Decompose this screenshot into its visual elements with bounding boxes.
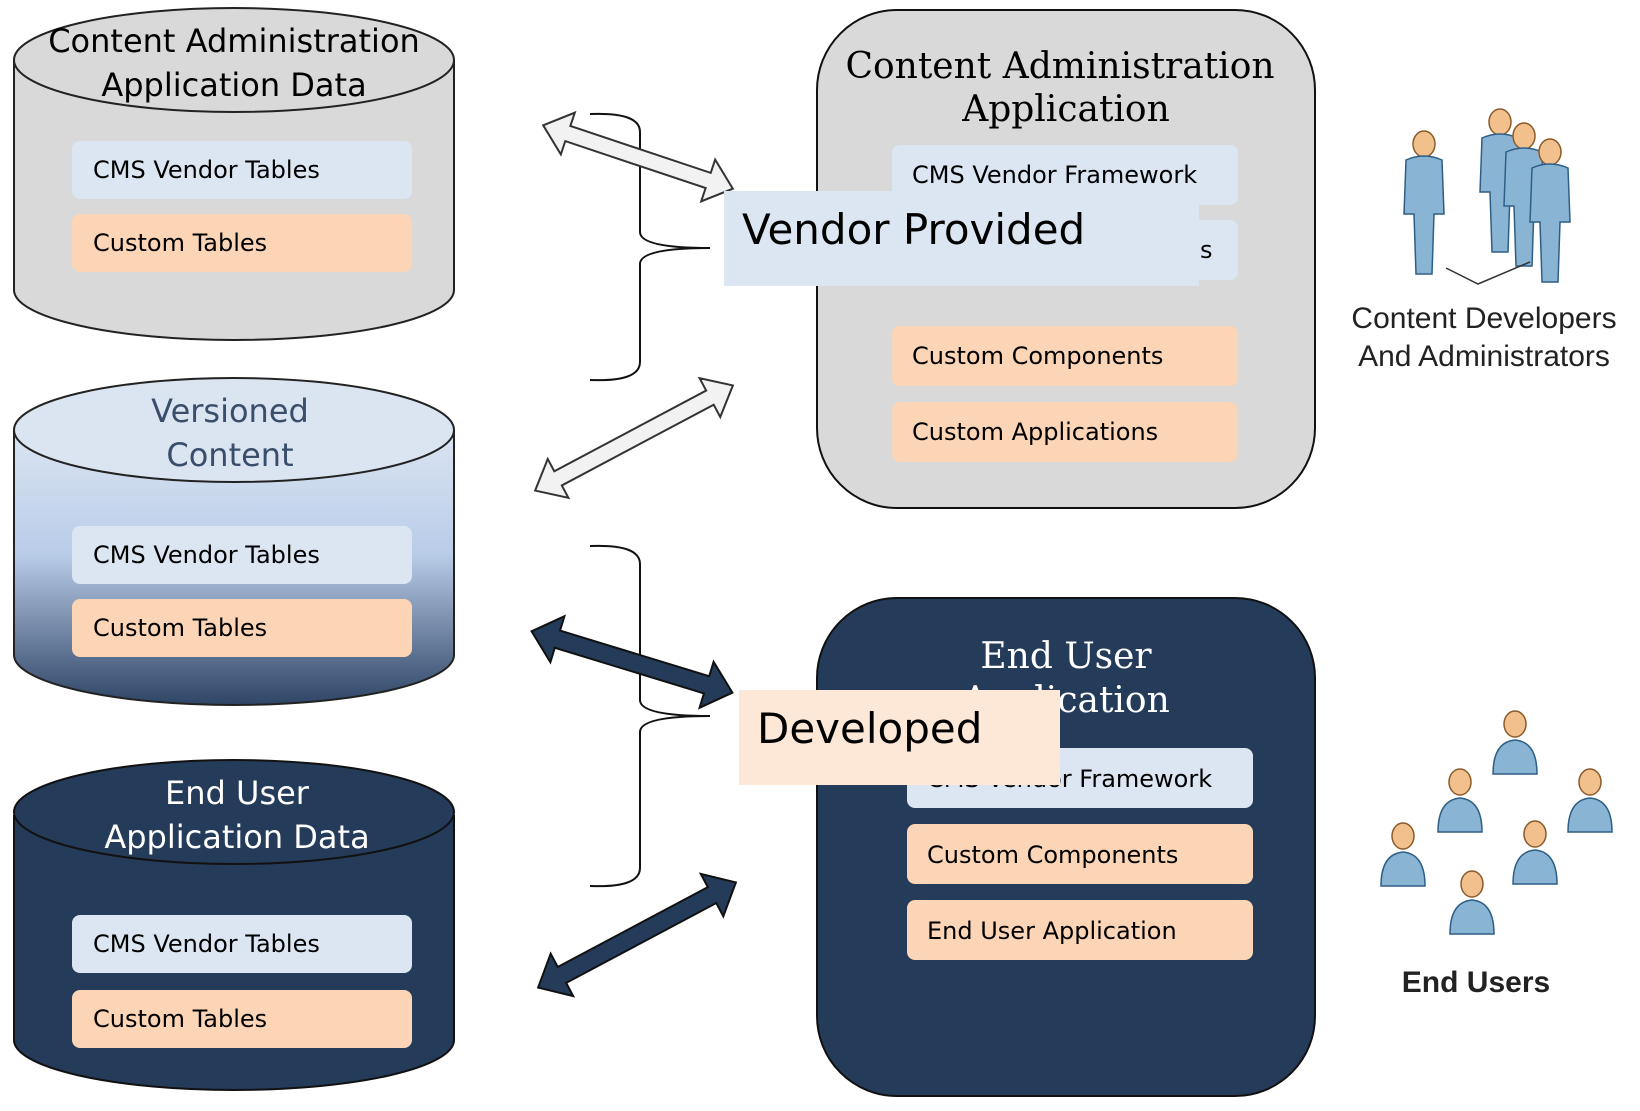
legend-vendor-provided: Vendor Provided — [724, 191, 1199, 286]
component-pill-custom — [892, 326, 1238, 386]
arrow-admin-versioned — [533, 376, 735, 500]
end-users-group: End Users — [1380, 710, 1613, 999]
person-icon — [1403, 130, 1445, 275]
table-label: Custom Tables — [93, 229, 267, 257]
app-title-line1: End User — [980, 636, 1152, 677]
arrow-enduser-data — [536, 872, 738, 998]
table-pill-custom — [72, 214, 412, 272]
db-title-line2: Application Data — [101, 66, 366, 104]
table-pill-vendor — [72, 526, 412, 584]
person-icon — [1380, 822, 1426, 887]
table-label: Custom Tables — [93, 1005, 267, 1033]
person-icon — [1449, 870, 1495, 935]
legend-developed-text: Developed — [757, 704, 982, 753]
legend-developed: Developed — [739, 690, 1060, 785]
table-pill-custom — [72, 990, 412, 1048]
person-icon — [1437, 768, 1483, 833]
component-pill-custom — [907, 824, 1253, 884]
table-label: CMS Vendor Tables — [93, 156, 320, 184]
brace-developed — [589, 544, 711, 888]
component-pill-custom — [907, 900, 1253, 960]
table-label: CMS Vendor Tables — [93, 541, 320, 569]
person-icon — [1492, 710, 1538, 775]
app-title-line1: Content Administration — [845, 46, 1274, 87]
table-pill-vendor — [72, 915, 412, 973]
admin-caption-line1: Content Developers — [1351, 302, 1616, 335]
group-connector — [1445, 261, 1531, 285]
app-end-user: End User Application CMS Vendor Framewor… — [816, 597, 1316, 1097]
arrow-admin-data — [541, 110, 735, 204]
database-versioned-content: Versioned Content CMS Vendor Tables Cust… — [13, 377, 455, 706]
component-pill-vendor — [892, 145, 1238, 205]
person-icon — [1512, 820, 1558, 885]
admin-caption-line2: And Administrators — [1358, 340, 1610, 373]
db-title-line1: End User — [165, 774, 310, 812]
db-title-line2: Content — [166, 436, 293, 474]
component-label: Custom Applications — [912, 418, 1158, 446]
database-end-user-data: End User Application Data CMS Vendor Tab… — [13, 759, 455, 1091]
table-label: Custom Tables — [93, 614, 267, 642]
component-label: CMS Vendor Framework — [912, 161, 1197, 189]
db-title-line1: Versioned — [151, 392, 309, 430]
component-label: s — [1200, 236, 1213, 264]
person-icon — [1567, 768, 1613, 833]
arrow-enduser-versioned — [530, 614, 734, 710]
component-label: Custom Components — [912, 342, 1163, 370]
table-pill-vendor — [72, 141, 412, 199]
end-users-caption: End Users — [1402, 966, 1550, 999]
database-content-admin-data: Content Administration Application Data … — [13, 7, 455, 341]
brace-vendor — [589, 112, 711, 382]
db-title-line2: Application Data — [104, 818, 369, 856]
component-label: End User Application — [927, 917, 1177, 945]
component-pill-custom — [892, 402, 1238, 462]
legend-vendor-text: Vendor Provided — [742, 205, 1085, 254]
db-title-line1: Content Administration — [48, 22, 420, 60]
table-pill-custom — [72, 599, 412, 657]
table-label: CMS Vendor Tables — [93, 930, 320, 958]
content-developers-group: Content Developers And Administrators — [1351, 108, 1617, 373]
component-label: Custom Components — [927, 841, 1178, 869]
app-title-line2: Application — [961, 89, 1170, 130]
